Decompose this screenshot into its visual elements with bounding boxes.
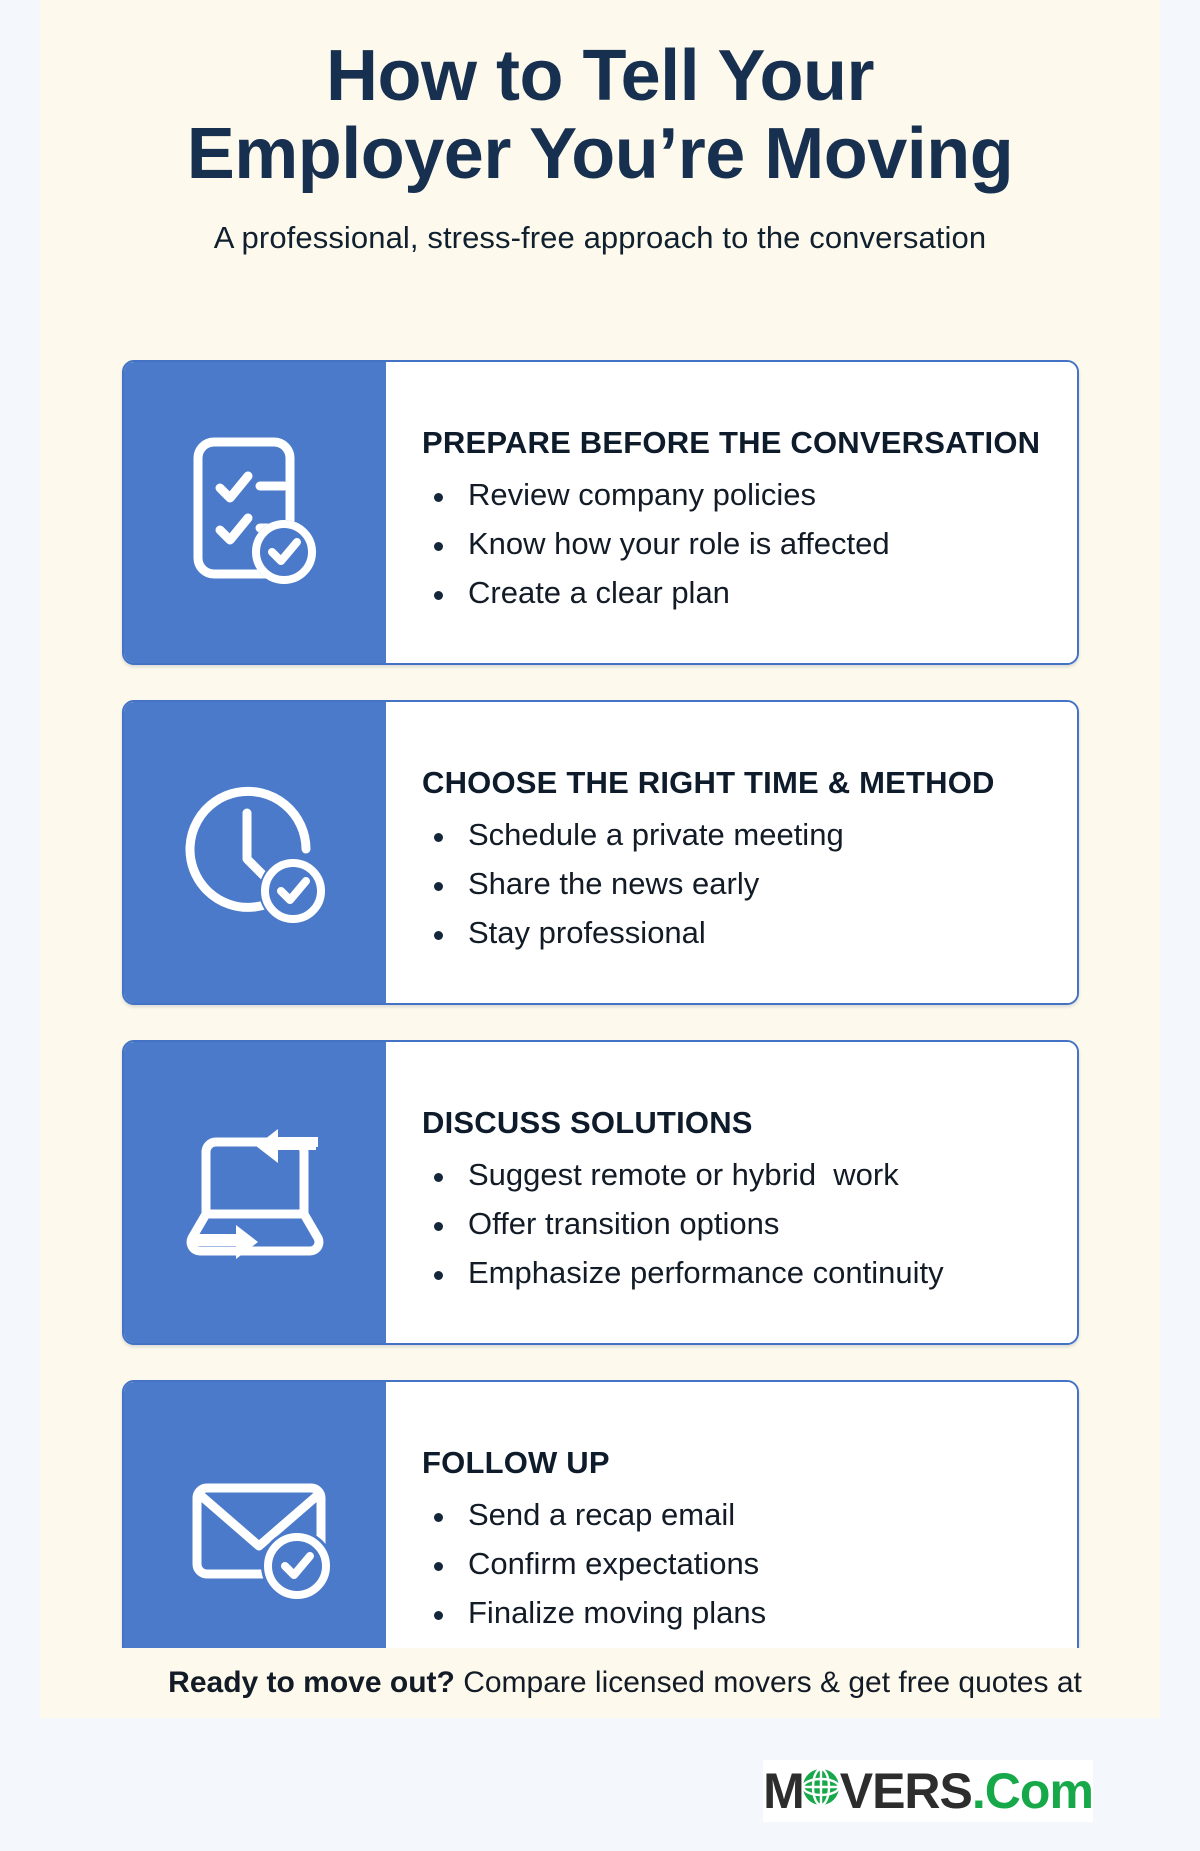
page-title-line-2: Employer You’re Moving [186,113,1014,194]
envelope-verified-icon [173,1458,338,1608]
clipboard-checklist-verified-icon [180,430,330,595]
step-icon-panel [124,1042,386,1343]
step-title: FOLLOW UP [422,1445,610,1481]
footer-cta-bold: Ready to move out? [168,1666,455,1699]
step-title: CHOOSE THE RIGHT TIME & METHOD [422,765,995,801]
brand-logo[interactable]: M VERS .Com [763,1760,1094,1822]
step-bullets: Schedule a private meeting Share the new… [422,811,1055,958]
list-item: Confirm expectations [422,1540,1055,1589]
list-item: Know how your role is affected [422,520,1055,569]
step-body: DISCUSS SOLUTIONS Suggest remote or hybr… [386,1042,1077,1343]
step-card: DISCUSS SOLUTIONS Suggest remote or hybr… [122,1040,1079,1345]
laptop-exchange-arrows-icon [170,1118,340,1268]
step-icon-panel [124,362,386,663]
step-title: DISCUSS SOLUTIONS [422,1105,753,1141]
header: How to Tell Your Employer You’re Moving … [40,36,1160,256]
list-item: Finalize moving plans [422,1589,1055,1638]
list-item: Schedule a private meeting [422,811,1055,860]
step-body: FOLLOW UP Send a recap email Confirm exp… [386,1382,1077,1683]
step-bullets: Send a recap email Confirm expectations … [422,1491,1055,1638]
page-title: How to Tell Your Employer You’re Moving [40,36,1160,194]
step-body: CHOOSE THE RIGHT TIME & METHOD Schedule … [386,702,1077,1003]
step-icon-panel [124,1382,386,1683]
step-card: FOLLOW UP Send a recap email Confirm exp… [122,1380,1079,1685]
footer-cta: Ready to move out? Compare licensed move… [40,1648,1160,1718]
footer-cta-text: Ready to move out? Compare licensed move… [118,1632,1082,1734]
step-body: PREPARE BEFORE THE CONVERSATION Review c… [386,362,1077,663]
logo-text-m: M [763,1763,805,1819]
step-bullets: Suggest remote or hybrid work Offer tran… [422,1151,1055,1298]
step-card: PREPARE BEFORE THE CONVERSATION Review c… [122,360,1079,665]
steps-list: PREPARE BEFORE THE CONVERSATION Review c… [122,360,1079,1720]
logo-text-dotcom: .Com [971,1763,1094,1819]
list-item: Offer transition options [422,1200,1055,1249]
footer-cta-rest: Compare licensed movers & get free quote… [454,1666,1082,1699]
page-subtitle: A professional, stress-free approach to … [213,219,987,255]
list-item: Share the news early [422,860,1055,909]
movers-com-logo[interactable]: M VERS .Com [763,1763,1094,1819]
list-item: Create a clear plan [422,569,1055,618]
list-item: Stay professional [422,909,1055,958]
logo-text-vers: VERS [839,1763,973,1819]
list-item: Suggest remote or hybrid work [422,1151,1055,1200]
globe-icon [800,1766,842,1816]
step-icon-panel [124,702,386,1003]
list-item: Send a recap email [422,1491,1055,1540]
step-card: CHOOSE THE RIGHT TIME & METHOD Schedule … [122,700,1079,1005]
page-title-line-1: How to Tell Your [326,36,875,116]
step-title: PREPARE BEFORE THE CONVERSATION [422,425,1041,461]
clock-verified-icon [175,773,335,933]
step-bullets: Review company policies Know how your ro… [422,471,1055,618]
list-item: Emphasize performance continuity [422,1249,1055,1298]
list-item: Review company policies [422,471,1055,520]
